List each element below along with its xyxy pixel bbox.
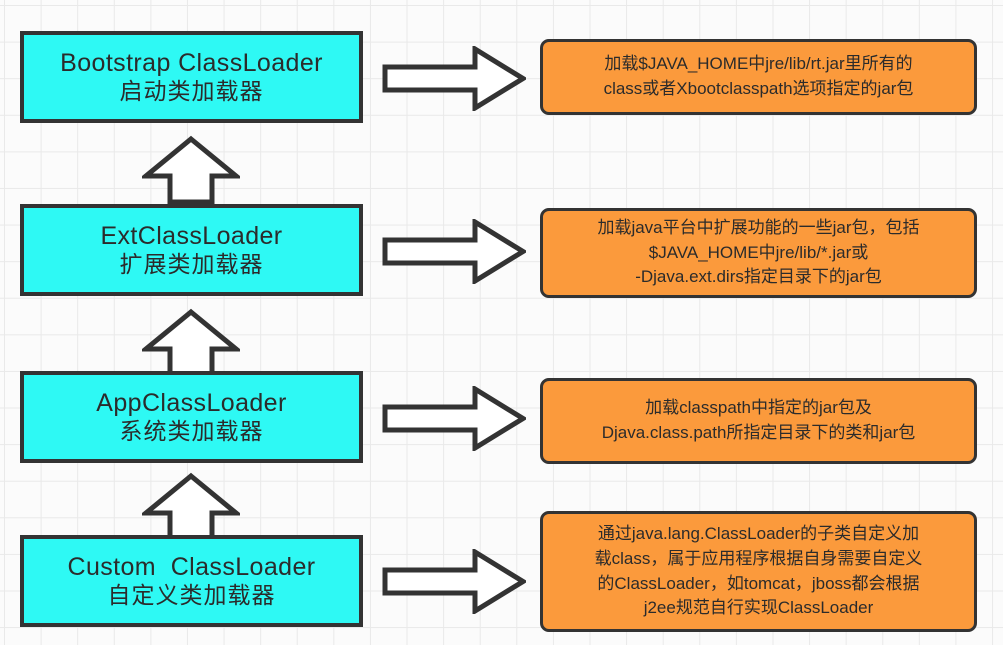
arrow-up-icon-3 xyxy=(142,472,240,542)
loader-box-ext-cn: 扩展类加载器 xyxy=(119,251,264,278)
loader-box-app-cn: 系统类加载器 xyxy=(119,418,264,445)
arrow-right-icon-4 xyxy=(382,549,526,614)
desc-box-app-text: 加载classpath中指定的jar包及 Djava.class.path所指定… xyxy=(601,398,916,442)
loader-box-custom[interactable]: Custom ClassLoader 自定义类加载器 xyxy=(20,535,363,627)
loader-box-ext-en: ExtClassLoader xyxy=(100,221,283,250)
desc-box-ext-text: 加载java平台中扩展功能的一些jar包，包括 $JAVA_HOME中jre/l… xyxy=(597,218,920,287)
loader-box-bootstrap-cn: 启动类加载器 xyxy=(119,78,264,105)
desc-box-bootstrap[interactable]: 加载$JAVA_HOME中jre/lib/rt.jar里所有的 class或者X… xyxy=(540,39,977,115)
arrow-right-icon-1 xyxy=(382,46,526,111)
arrow-up-icon-1 xyxy=(142,135,240,205)
loader-box-app-en: AppClassLoader xyxy=(96,388,287,417)
loader-box-bootstrap[interactable]: Bootstrap ClassLoader 启动类加载器 xyxy=(20,31,363,123)
loader-box-custom-cn: 自定义类加载器 xyxy=(107,582,276,609)
desc-box-app[interactable]: 加载classpath中指定的jar包及 Djava.class.path所指定… xyxy=(540,378,977,464)
arrow-right-icon-2 xyxy=(382,219,526,284)
desc-box-ext[interactable]: 加载java平台中扩展功能的一些jar包，包括 $JAVA_HOME中jre/l… xyxy=(540,208,977,298)
desc-box-custom[interactable]: 通过java.lang.ClassLoader的子类自定义加 载class，属于… xyxy=(540,511,977,632)
loader-box-custom-en: Custom ClassLoader xyxy=(67,552,316,581)
arrow-right-icon-3 xyxy=(382,386,526,451)
desc-box-bootstrap-text: 加载$JAVA_HOME中jre/lib/rt.jar里所有的 class或者X… xyxy=(603,54,914,98)
desc-box-custom-text: 通过java.lang.ClassLoader的子类自定义加 载class，属于… xyxy=(594,524,923,618)
loader-box-app[interactable]: AppClassLoader 系统类加载器 xyxy=(20,371,363,463)
arrow-up-icon-2 xyxy=(142,308,240,378)
loader-box-ext[interactable]: ExtClassLoader 扩展类加载器 xyxy=(20,204,363,296)
loader-box-bootstrap-en: Bootstrap ClassLoader xyxy=(60,48,323,77)
